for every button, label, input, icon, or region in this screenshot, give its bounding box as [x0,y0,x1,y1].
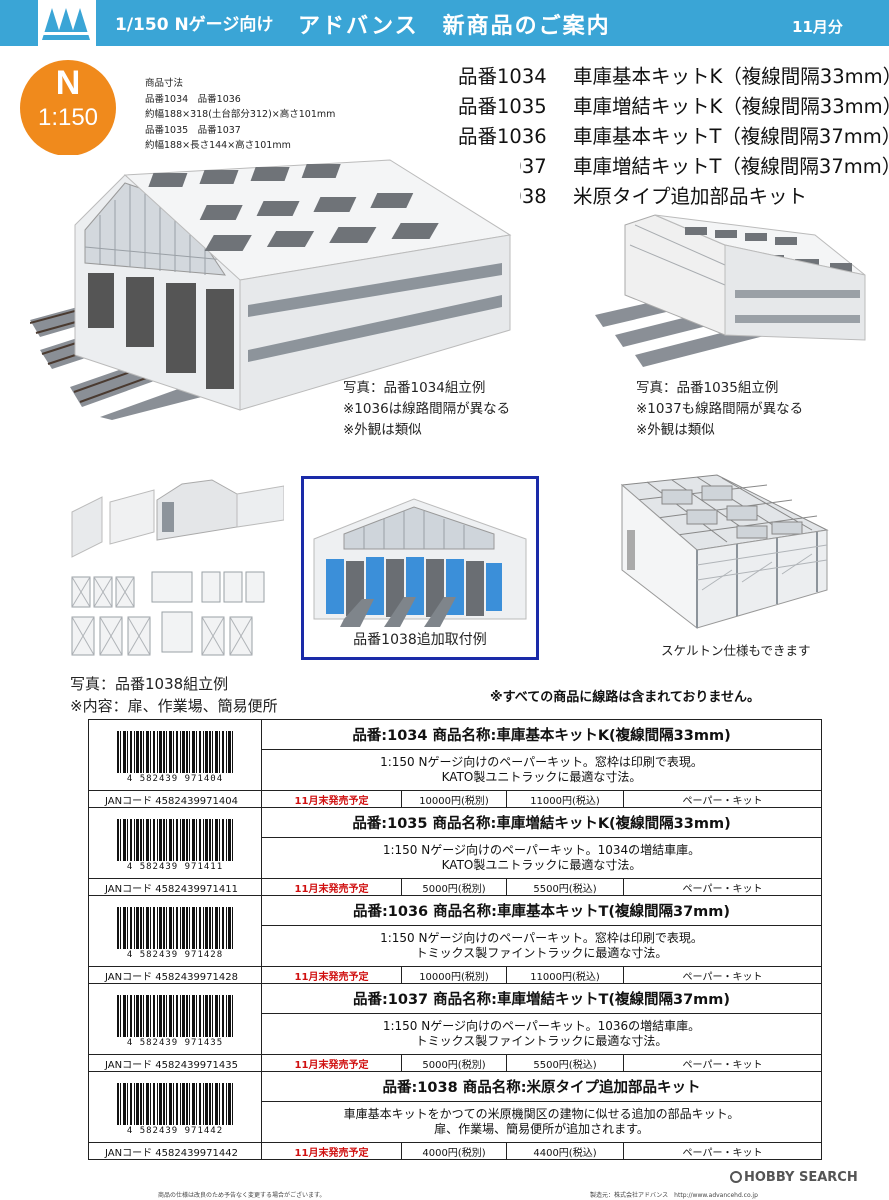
dimensions-line: 約幅188×長さ144×高さ101mm [145,140,291,151]
table-row: JANコード 4582439971404 11月末発売予定 10000円(税別)… [88,790,823,808]
price-excl-tax: 5000円(税別) [401,878,507,896]
jan-code: JANコード 4582439971411 [88,878,262,896]
jan-code: JANコード 4582439971442 [88,1142,262,1160]
photo-1038-installed-frame: 品番1038追加取付例 [301,476,539,660]
product-description: 1:150 Nゲージ向けのペーパーキット。窓枠は印刷で表現。KATO製ユニトラッ… [260,749,823,791]
photo-1034-assembled [29,155,520,420]
table-row: 1:150 Nゲージ向けのペーパーキット。1036の増結車庫。トミックス製ファイ… [89,1013,823,1055]
table-row: 4 582439 971442 品番:1038 商品名称:米原タイプ追加部品キッ… [88,1071,823,1143]
price-incl-tax: 5500円(税込) [506,1054,624,1072]
product-dimensions: 商品寸法 品番1034 品番1036 約幅188×318(土台部分312)×高さ… [145,76,335,154]
table-row: 1:150 Nゲージ向けのペーパーキット。窓枠は印刷で表現。KATO製ユニトラッ… [89,749,823,791]
caption-photo-1038-installed: 品番1038追加取付例 [353,632,487,648]
product-kind: ペーパー・キット [622,878,823,896]
product-title: 品番:1035 商品名称:車庫増結キットK(複線間隔33mm) [260,807,823,838]
product-kind: ペーパー・キット [622,1142,823,1160]
table-row: 1:150 Nゲージ向けのペーパーキット。窓枠は印刷で表現。トミックス製ファイン… [89,925,823,967]
barcode: 4 582439 971442 [88,1071,262,1143]
jan-code: JANコード 4582439971435 [88,1054,262,1072]
product-kind: ペーパー・キット [622,790,823,808]
price-excl-tax: 4000円(税別) [401,1142,507,1160]
jan-code: JANコード 4582439971428 [88,966,262,984]
product-list-item: 品番1037車庫増結キットT（複線間隔37mm） [458,155,889,178]
caption-photo-1035: 写真：品番1035組立例 ※1037も線路間隔が異なる ※外観は類似 [636,380,804,438]
header-bar: 1/150 Nゲージ向け アドバンス 新商品のご案内 11月分 [0,0,889,46]
product-title: 品番:1034 商品名称:車庫基本キットK(複線間隔33mm) [260,719,823,750]
header-title: アドバンス 新商品のご案内 [298,14,611,39]
barcode: 4 582439 971404 [88,719,262,791]
gauge-badge: N 1:150 [20,60,116,156]
table-row: JANコード 4582439971435 11月末発売予定 5000円(税別) … [88,1054,823,1072]
barcode-bars [117,818,233,861]
release-date: 11月末発売予定 [261,878,402,896]
table-row: 4 582439 971435 品番:1037 商品名称:車庫増結キットT(複線… [88,983,823,1055]
dimensions-line: 品番1034 品番1036 [145,93,241,105]
price-incl-tax: 5500円(税込) [506,878,624,896]
note-no-track-included: ※すべての商品に線路は含まれておりません。 [490,690,761,705]
photo-1035-assembled [595,205,885,375]
price-excl-tax: 5000円(税別) [401,1054,507,1072]
table-row: 1:150 Nゲージ向けのペーパーキット。1034の増結車庫。KATO製ユニトラ… [89,837,823,879]
barcode: 4 582439 971411 [88,807,262,879]
release-date: 11月末発売予定 [261,790,402,808]
watermark-icon [730,1171,742,1183]
gauge-letter: N [55,64,81,102]
photo-1038-parts [62,472,285,662]
table-row: JANコード 4582439971428 11月末発売予定 10000円(税別)… [88,966,823,984]
dimensions-line: 品番1035 品番1037 [145,124,241,136]
header-month: 11月分 [792,18,843,36]
footer-note: 商品の仕様は改良のため予告なく変更する場合がございます。 [158,1192,326,1199]
table-row: 4 582439 971411 品番:1035 商品名称:車庫増結キットK(複線… [88,807,823,879]
gauge-scale: 1:150 [37,104,99,131]
dimensions-heading: 商品寸法 [145,78,184,89]
product-description: 1:150 Nゲージ向けのペーパーキット。窓枠は印刷で表現。トミックス製ファイン… [260,925,823,967]
product-description: 1:150 Nゲージ向けのペーパーキット。1036の増結車庫。トミックス製ファイ… [260,1013,823,1055]
product-title: 品番:1037 商品名称:車庫増結キットT(複線間隔37mm) [260,983,823,1014]
caption-photo-1034: 写真：品番1034組立例 ※1036は線路間隔が異なる ※外観は類似 [343,380,511,438]
price-incl-tax: 4400円(税込) [506,1142,624,1160]
barcode: 4 582439 971435 [88,983,262,1055]
barcode-bars [117,906,233,949]
product-table: 4 582439 971404 品番:1034 商品名称:車庫基本キットK(複線… [88,719,823,1160]
photo-1038-installed [313,498,527,627]
release-date: 11月末発売予定 [261,1142,402,1160]
jan-code: JANコード 4582439971404 [88,790,262,808]
barcode-bars [117,994,233,1037]
footer-manufacturer: 製造元：株式会社アドバンス http://www.advancehd.co.jp [590,1192,758,1199]
price-excl-tax: 10000円(税別) [401,790,507,808]
product-kind: ペーパー・キット [622,966,823,984]
barcode-bars [117,730,233,773]
product-description: 車庫基本キットをかつての米原機関区の建物に似せる追加の部品キット。扉、作業場、簡… [260,1101,823,1143]
dimensions-line: 約幅188×318(土台部分312)×高さ101mm [145,109,336,120]
product-title: 品番:1036 商品名称:車庫基本キットT(複線間隔37mm) [260,895,823,926]
table-row: 4 582439 971428 品番:1036 商品名称:車庫基本キットT(複線… [88,895,823,967]
product-description: 1:150 Nゲージ向けのペーパーキット。1034の増結車庫。KATO製ユニトラ… [260,837,823,879]
price-incl-tax: 11000円(税込) [506,966,624,984]
photo-skeleton [617,470,829,630]
product-title: 品番:1038 商品名称:米原タイプ追加部品キット [260,1071,823,1102]
product-kind: ペーパー・キット [622,1054,823,1072]
brand-logo [38,0,96,46]
release-date: 11月末発売予定 [261,966,402,984]
table-row: 車庫基本キットをかつての米原機関区の建物に似せる追加の部品キット。扉、作業場、簡… [89,1101,823,1143]
caption-photo-1038: 写真：品番1038組立例 ※内容：扉、作業場、簡易便所 [70,675,278,715]
barcode: 4 582439 971428 [88,895,262,967]
release-date: 11月末発売予定 [261,1054,402,1072]
watermark: HOBBY SEARCH [730,1170,858,1185]
table-row: 4 582439 971404 品番:1034 商品名称:車庫基本キットK(複線… [88,719,823,791]
price-excl-tax: 10000円(税別) [401,966,507,984]
table-row: JANコード 4582439971411 11月末発売予定 5000円(税別) … [88,878,823,896]
price-incl-tax: 11000円(税込) [506,790,624,808]
header-scale: 1/150 Nゲージ向け [115,15,274,35]
table-row: JANコード 4582439971442 11月末発売予定 4000円(税別) … [88,1142,823,1160]
barcode-bars [117,1082,233,1125]
caption-skeleton: スケルトン仕様もできます [661,643,811,658]
